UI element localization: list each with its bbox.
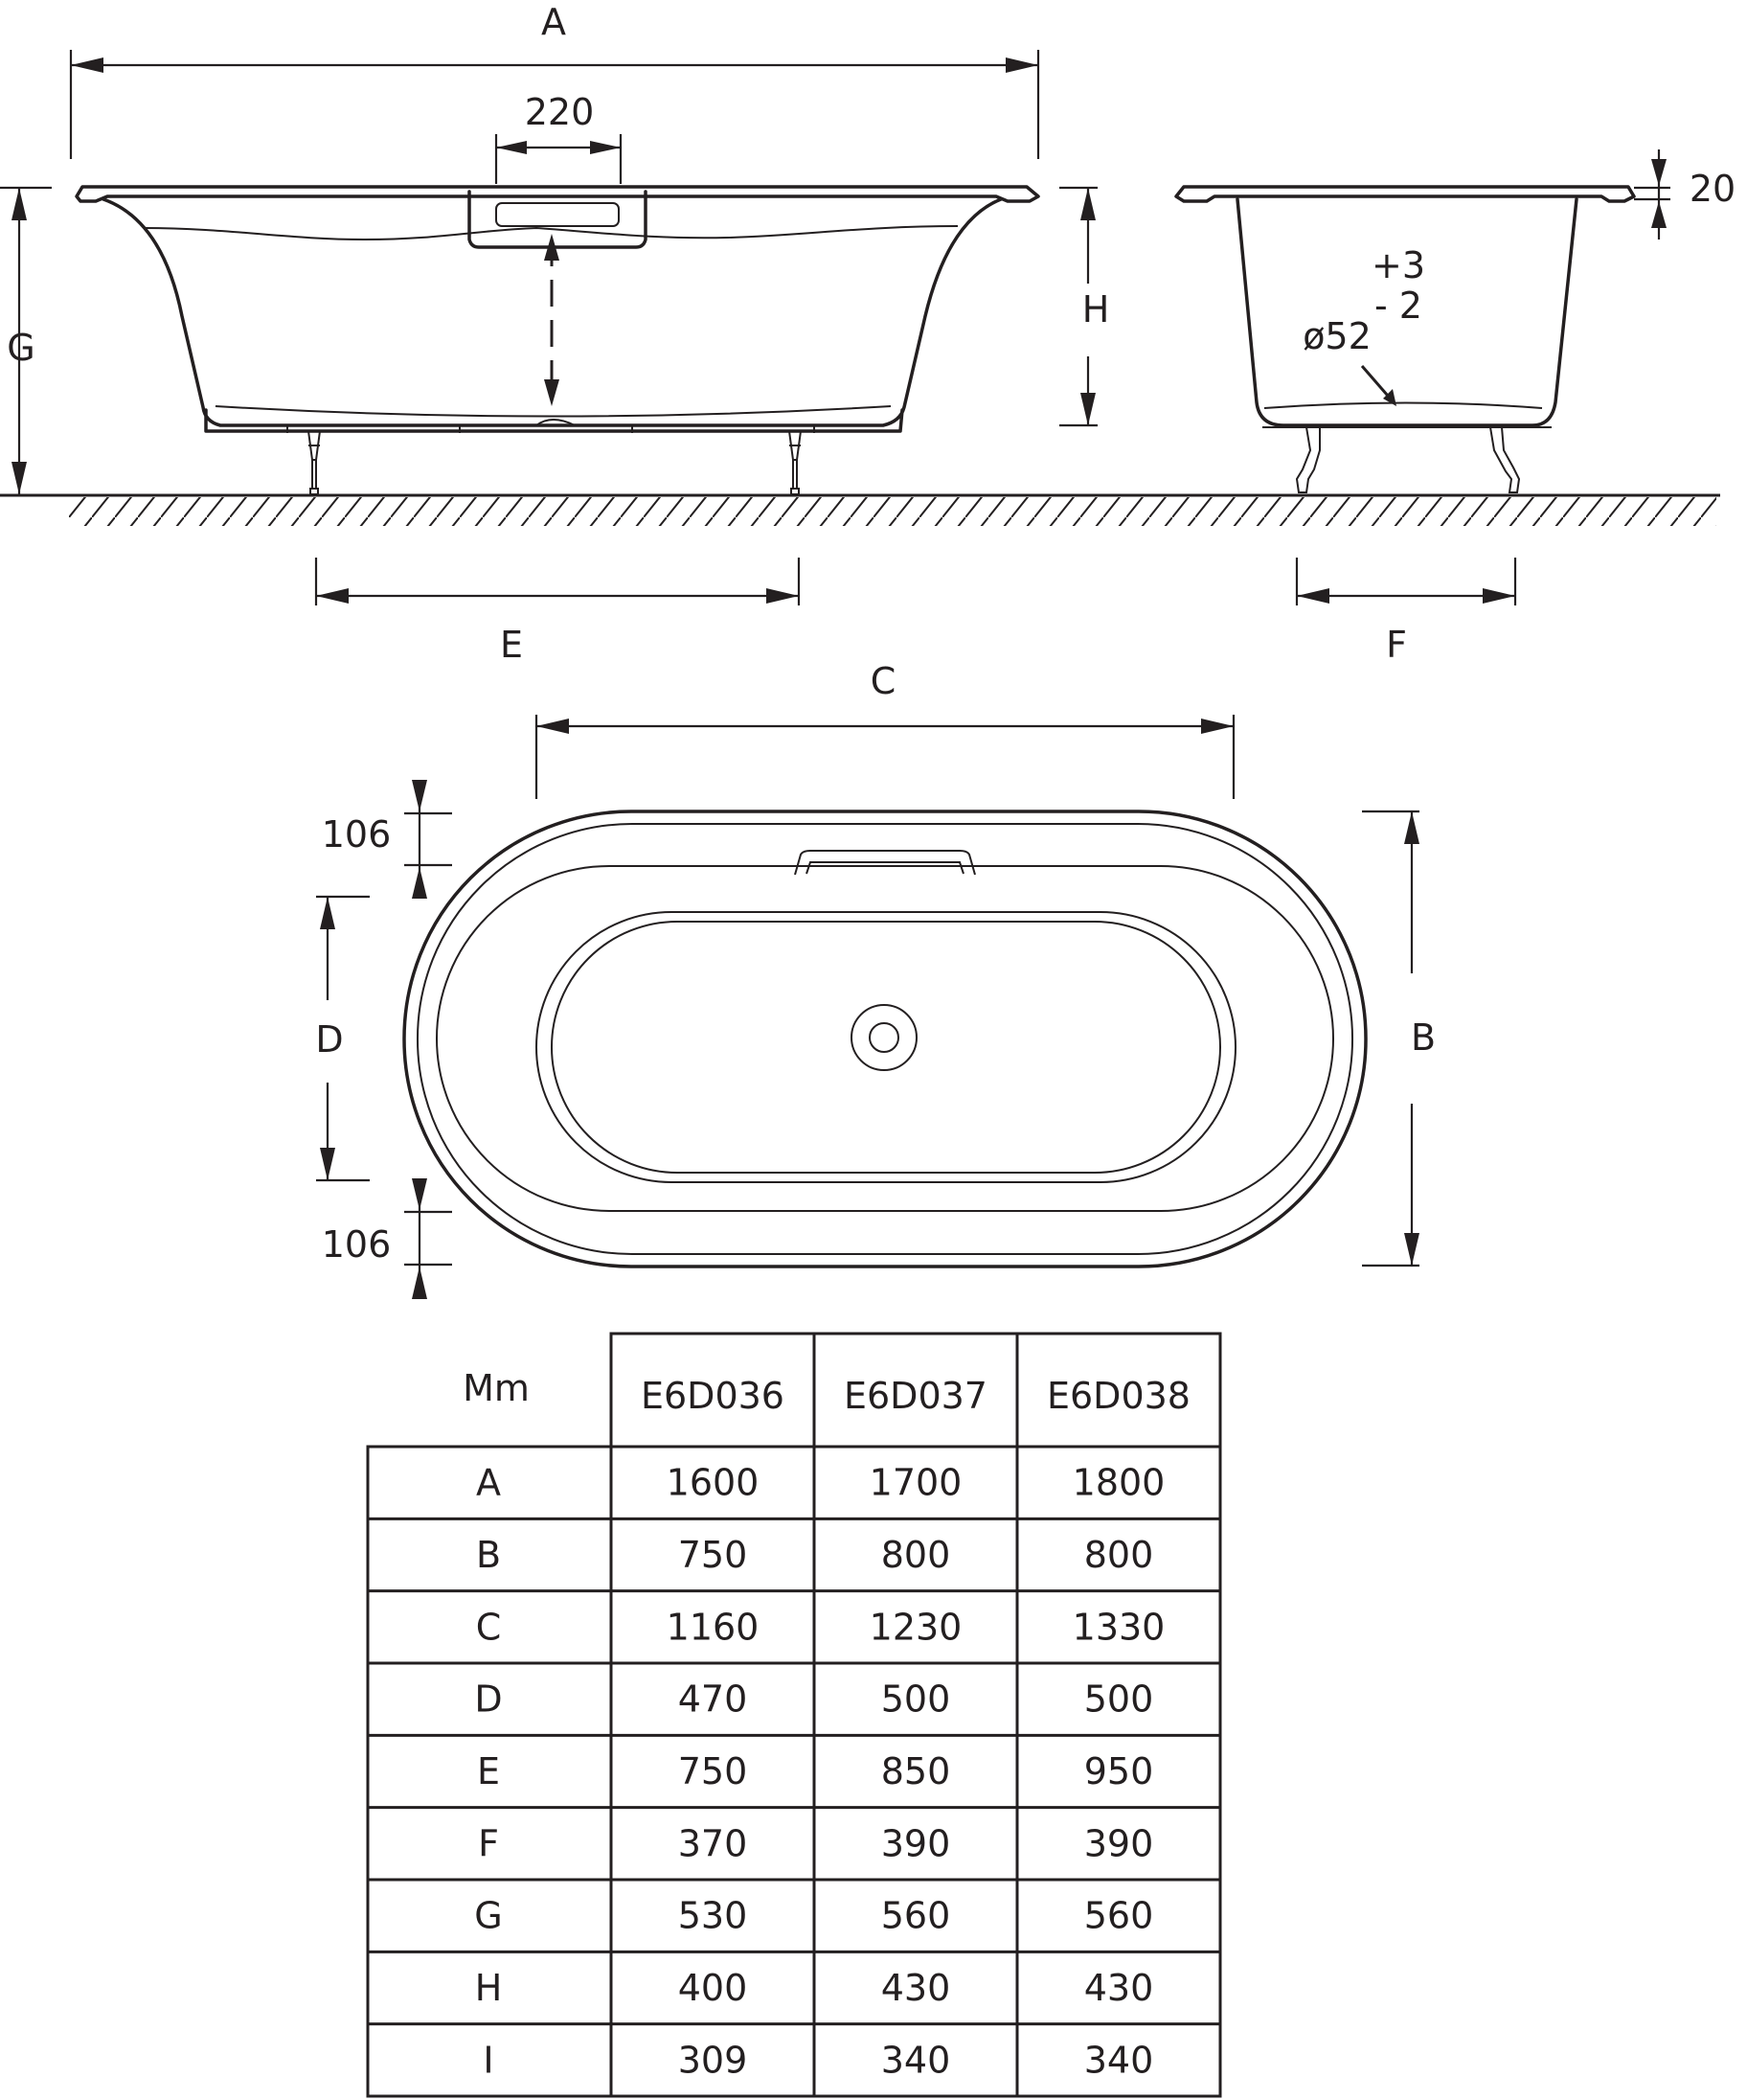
- table-cell: 400: [678, 1967, 748, 2009]
- table-cell: 530: [678, 1895, 748, 1937]
- table-cell: 470: [678, 1678, 748, 1721]
- label-c: C: [871, 660, 896, 702]
- table-cell: 1600: [667, 1462, 760, 1504]
- plan-view: [402, 810, 1368, 1268]
- table-cell: 390: [881, 1822, 951, 1864]
- table-col-header-2: E6D037: [844, 1375, 987, 1417]
- table-row-label: F: [478, 1822, 499, 1864]
- table-cell: 340: [881, 2039, 951, 2081]
- table-corner-label: Mm: [463, 1367, 530, 1409]
- drain-icon: [851, 1004, 918, 1071]
- side-view-long: [75, 185, 1040, 495]
- label-drain: ø52: [1303, 315, 1372, 357]
- label-20: 20: [1690, 168, 1736, 210]
- table-cell: 950: [1084, 1750, 1154, 1792]
- table-col-header-1: E6D036: [641, 1375, 784, 1417]
- label-h: H: [1082, 288, 1110, 331]
- table-cell: 800: [1084, 1534, 1154, 1576]
- table-cell: 340: [1084, 2039, 1154, 2081]
- table-cell: 1330: [1073, 1606, 1166, 1648]
- label-slope-plus: +3: [1372, 244, 1425, 286]
- table-cell: 500: [881, 1678, 951, 1721]
- label-g: G: [7, 327, 34, 369]
- side-view-short: [1174, 185, 1636, 493]
- table-cell: 430: [881, 1967, 951, 2009]
- table-row-label: C: [476, 1606, 502, 1648]
- table-row-label: E: [477, 1750, 500, 1792]
- table-cell: 850: [881, 1750, 951, 1792]
- table-cell: 800: [881, 1534, 951, 1576]
- table-row-label: B: [476, 1534, 501, 1576]
- label-slope-minus: - 2: [1374, 285, 1422, 327]
- table-cell: 1160: [667, 1606, 760, 1648]
- dimension-labels: A 220 G H 20 +3 - 2 ø52 E F C B D 106 10…: [7, 1, 1736, 1266]
- table-cell: 1230: [870, 1606, 963, 1648]
- table-row-label: A: [476, 1462, 501, 1504]
- table-cell: 1700: [870, 1462, 963, 1504]
- label-106-top: 106: [322, 813, 392, 856]
- table-row-label: G: [474, 1895, 502, 1937]
- table-cell: 370: [678, 1822, 748, 1864]
- label-106-bottom: 106: [322, 1223, 392, 1266]
- label-a: A: [541, 1, 566, 43]
- table-cell: 500: [1084, 1678, 1154, 1721]
- table-cell: 309: [678, 2039, 748, 2081]
- table-cell: 430: [1084, 1967, 1154, 2009]
- dimension-lines: [0, 50, 1670, 1299]
- table-col-header-3: E6D038: [1047, 1375, 1191, 1417]
- table-row-label: I: [483, 2039, 493, 2081]
- label-b: B: [1411, 1016, 1436, 1059]
- floor: [0, 493, 1720, 526]
- table-cell: 560: [1084, 1895, 1154, 1937]
- table-cell: 750: [678, 1534, 748, 1576]
- table-cell: 390: [1084, 1822, 1154, 1864]
- table-row-label: D: [474, 1678, 502, 1721]
- label-220: 220: [525, 91, 595, 133]
- label-f: F: [1386, 624, 1407, 666]
- table-cell: 750: [678, 1750, 748, 1792]
- table-cell: 1800: [1073, 1462, 1166, 1504]
- label-d: D: [315, 1018, 343, 1061]
- label-e: E: [500, 624, 523, 666]
- table-row-label: H: [475, 1967, 503, 2009]
- table-cell: 560: [881, 1895, 951, 1937]
